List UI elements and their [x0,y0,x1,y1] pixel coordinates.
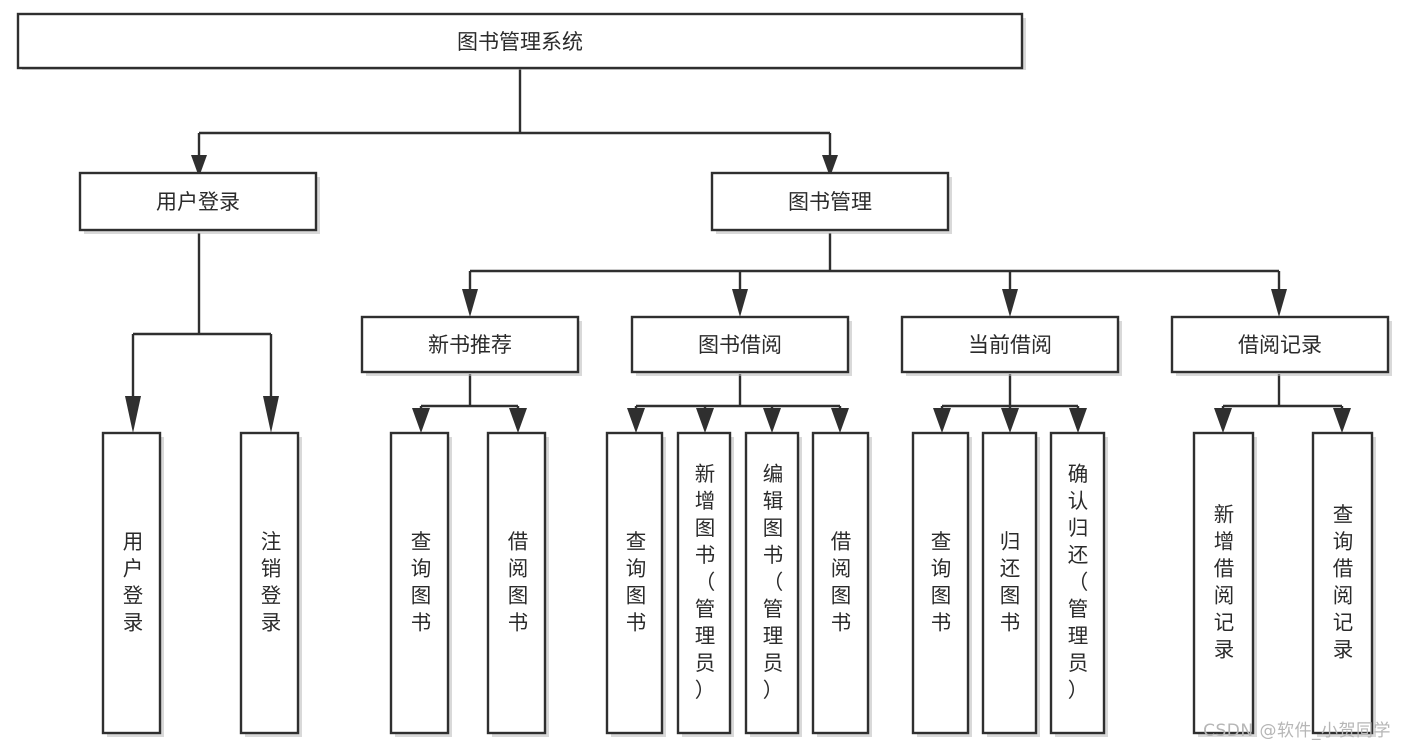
arrow-user-login-leaf-2 [263,396,279,433]
leaf-current-borrow-3[interactable]: 确认归还（管理员） [1049,431,1108,737]
node-box [981,431,1038,735]
node-label-book-management: 图书管理 [788,190,872,214]
node-box [1192,431,1255,735]
node-box [239,431,300,735]
leaf-label: 借阅图书 [831,530,852,635]
leaf-label: 查询图书 [411,530,432,635]
arrow-book-borrow-leaf-4 [831,408,849,433]
leaf-user-login-1[interactable]: 用户登录 [101,431,164,737]
node-borrow-record[interactable]: 借阅记录 [1170,315,1392,376]
node-box [630,315,850,374]
leaf-book-borrow-2[interactable]: 新增图书（管理员） [676,431,734,737]
node-box [911,431,970,735]
node-label-user-login: 用户登录 [156,190,240,214]
arrow-borrow-record-leaf-2 [1333,408,1351,433]
node-box [605,431,664,735]
node-label-current-borrow: 当前借阅 [968,333,1052,357]
node-label-root: 图书管理系统 [457,30,583,54]
node-box [389,431,450,735]
leaf-user-login-2[interactable]: 注销登录 [239,431,302,737]
node-box [16,12,1024,70]
arrow-new-book-leaf-1 [412,408,430,433]
leaf-label: 新增图书（管理员） [695,462,716,702]
leaf-label: 借阅图书 [508,530,529,635]
arrow-current-borrow-leaf-2 [1001,408,1019,433]
leaf-new-book-recommend-2[interactable]: 借阅图书 [486,431,549,737]
leaf-label: 注销登录 [261,530,282,635]
node-box [78,171,318,232]
node-box [811,431,870,735]
leaf-label: 编辑图书（管理员） [763,462,784,702]
arrow-root-to-book-manage [822,155,838,177]
arrow-user-login-leaf-1 [125,396,141,433]
arrow-book-borrow-leaf-1 [627,408,645,433]
arrow-to-new-book-recommend [462,289,478,317]
node-label-book-borrow: 图书借阅 [698,333,782,357]
node-box [710,171,950,232]
leaf-label: 归还图书 [1000,530,1021,635]
leaf-book-borrow-4[interactable]: 借阅图书 [811,431,872,737]
arrow-new-book-leaf-2 [509,408,527,433]
leaf-book-borrow-1[interactable]: 查询图书 [605,431,666,737]
node-box [486,431,547,735]
leaf-label: 查询图书 [931,530,952,635]
leaf-current-borrow-2[interactable]: 归还图书 [981,431,1040,737]
leaf-label: 用户登录 [123,530,144,635]
connector-layer [125,69,1351,433]
node-book-management[interactable]: 图书管理 [710,171,952,234]
arrow-borrow-record-leaf-1 [1214,408,1232,433]
node-box [1170,315,1390,374]
leaf-label: 新增借阅记录 [1214,503,1235,662]
node-box [744,431,800,735]
leaf-label: 确认归还（管理员） [1068,462,1089,702]
node-current-borrow[interactable]: 当前借阅 [900,315,1122,376]
node-box [1049,431,1106,735]
node-label-new-book-recommend: 新书推荐 [428,333,512,357]
node-box [900,315,1120,374]
node-book-borrow[interactable]: 图书借阅 [630,315,852,376]
leaf-current-borrow-1[interactable]: 查询图书 [911,431,972,737]
leaf-new-book-recommend-1[interactable]: 查询图书 [389,431,452,737]
arrow-book-borrow-leaf-3 [763,408,781,433]
arrow-root-to-user-login [191,155,207,177]
arrow-to-borrow-record [1271,289,1287,317]
arrow-book-borrow-leaf-2 [696,408,714,433]
node-label-borrow-record: 借阅记录 [1238,333,1322,357]
arrow-to-current-borrow [1002,289,1018,317]
node-new-book-recommend[interactable]: 新书推荐 [360,315,582,376]
leaf-book-borrow-3[interactable]: 编辑图书（管理员） [744,431,802,737]
leaf-borrow-record-1[interactable]: 新增借阅记录 [1192,431,1257,737]
arrow-current-borrow-leaf-3 [1069,408,1087,433]
leaf-borrow-record-2[interactable]: 查询借阅记录 [1311,431,1376,737]
node-box [1311,431,1374,735]
node-user-login[interactable]: 用户登录 [78,171,320,234]
leaf-label: 查询图书 [626,530,647,635]
leaf-label: 查询借阅记录 [1333,503,1354,662]
node-box [360,315,580,374]
node-box [101,431,162,735]
arrow-current-borrow-leaf-1 [933,408,951,433]
node-root-book-management-system[interactable]: 图书管理系统 [16,12,1026,70]
node-box [676,431,732,735]
arrow-to-book-borrow [732,289,748,317]
